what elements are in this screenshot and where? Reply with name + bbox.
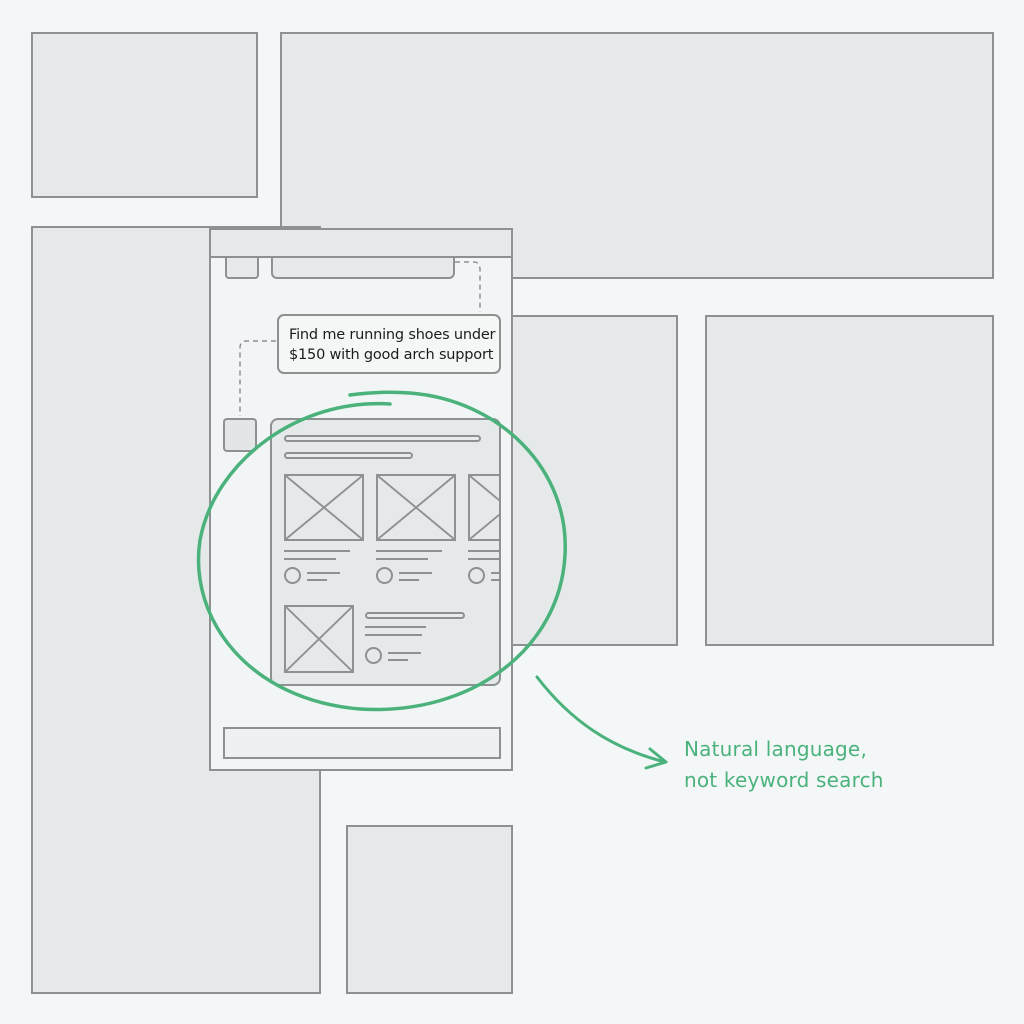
product-image-placeholder[interactable] [376, 474, 456, 541]
results-card [270, 418, 501, 686]
arrow-icon [535, 675, 667, 764]
product-desc-line [284, 558, 336, 560]
chat-bubble-line-1: Find me running shoes under [289, 327, 496, 343]
product-title-line [284, 550, 350, 552]
phone-header [209, 228, 513, 258]
annotation-line-2: not keyword search [684, 768, 884, 792]
list-item-title-bar [365, 612, 465, 619]
product-title-line [376, 550, 442, 552]
price-sub-line [399, 579, 419, 581]
middle-block [508, 315, 678, 646]
list-item-desc-line [365, 634, 422, 636]
arrow-head-icon [644, 747, 668, 770]
assistant-avatar [223, 418, 257, 452]
product-desc-line [376, 558, 428, 560]
list-item-desc-line [365, 626, 426, 628]
product-image-placeholder[interactable] [468, 474, 499, 541]
results-title-bar [284, 435, 481, 442]
right-block [705, 315, 994, 646]
rating-icon [284, 567, 301, 584]
rating-icon [468, 567, 485, 584]
chat-bubble-line-2: $150 with good arch support [289, 347, 494, 363]
product-title-line [468, 550, 499, 552]
price-sub-line [388, 659, 408, 661]
rating-icon [376, 567, 393, 584]
annotation-text: Natural language, not keyword search [684, 734, 884, 796]
phone-mockup: Find me running shoes under $150 with go… [209, 228, 513, 771]
price-line [388, 652, 421, 654]
menu-button[interactable] [225, 258, 259, 279]
price-sub-line [491, 579, 499, 581]
price-line [491, 572, 499, 574]
message-input[interactable] [223, 727, 501, 759]
annotation-line-1: Natural language, [684, 737, 867, 761]
list-item-image-placeholder[interactable] [284, 605, 354, 673]
bottom-block [346, 825, 513, 994]
product-image-placeholder[interactable] [284, 474, 364, 541]
search-bar[interactable] [271, 258, 455, 279]
rating-icon [365, 647, 382, 664]
price-sub-line [307, 579, 327, 581]
price-line [399, 572, 432, 574]
price-line [307, 572, 340, 574]
top-left-block [31, 32, 258, 198]
results-subtitle-bar [284, 452, 413, 459]
chat-bubble: Find me running shoes under $150 with go… [277, 314, 501, 374]
product-desc-line [468, 558, 499, 560]
